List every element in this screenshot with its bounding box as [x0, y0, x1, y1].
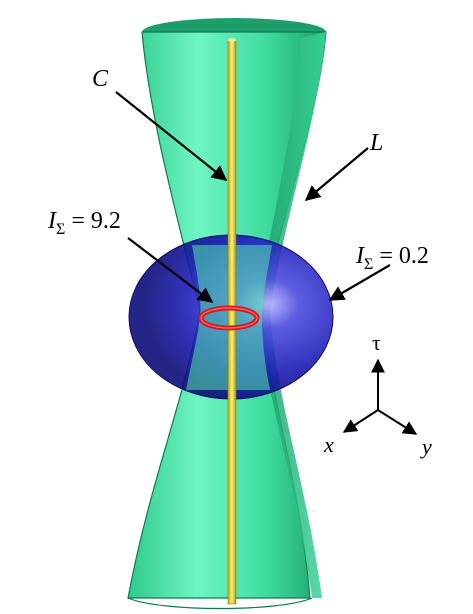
inner-rest: = 9.2	[65, 208, 121, 234]
arrow-to-ring	[127, 237, 214, 303]
arrow-to-curve	[115, 91, 228, 181]
label-inner-value: IΣ = 9.2	[47, 208, 121, 238]
outer-sigma: Σ	[364, 256, 373, 273]
red-ring-highlight	[200, 307, 258, 329]
tube-bottom-rim	[127, 597, 313, 610]
tube-interior-strip	[258, 32, 326, 598]
curve-rod	[227, 38, 237, 605]
outer-rest: = 0.2	[373, 243, 429, 269]
label-outer-value: IΣ = 0.2	[355, 243, 429, 273]
label-curve: C	[92, 66, 109, 92]
arrow-to-surface	[304, 147, 369, 201]
rod-top	[228, 38, 236, 42]
outer-i: I	[355, 243, 365, 269]
y-axis	[377, 409, 418, 435]
label-surface: L	[369, 130, 383, 156]
tau-label: τ	[372, 330, 381, 355]
arrow-to-sphere	[328, 264, 391, 301]
x-label: x	[323, 432, 334, 457]
x-axis	[342, 409, 379, 433]
inner-i: I	[47, 208, 57, 234]
inner-sigma: Σ	[56, 221, 65, 238]
small-ring	[198, 305, 260, 331]
rod-body	[227, 39, 237, 605]
leader-arrows	[115, 91, 391, 303]
axis-triad: τ x y	[323, 330, 432, 459]
y-label: y	[420, 434, 432, 459]
